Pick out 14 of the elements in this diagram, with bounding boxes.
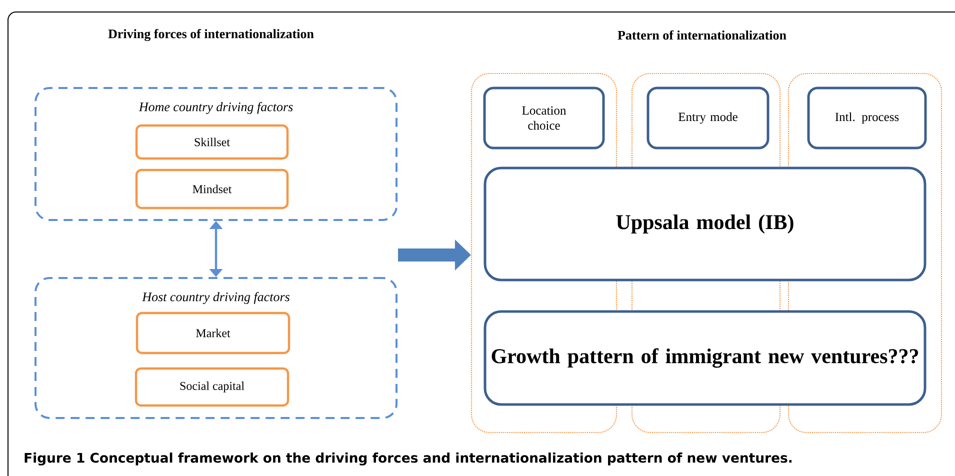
- section-heading: Driving forces of internationalization: [108, 28, 314, 41]
- figure-caption: Figure 1 Conceptual framework on the driving forces and internationalization pattern of new ventures.: [24, 452, 792, 466]
- model-box: Growth pattern of immigrant new ventures???: [484, 310, 926, 406]
- factor-box: Mindset: [135, 168, 289, 210]
- group-heading: Home country driving factors: [138, 102, 293, 114]
- category-box: Entry mode: [646, 86, 770, 150]
- category-box: Intl. process: [807, 86, 927, 150]
- factor-box: Market: [136, 312, 290, 354]
- factor-box: Skillset: [135, 124, 289, 160]
- factor-box: Social capital: [134, 367, 290, 407]
- category-box: Location choice: [483, 86, 605, 150]
- section-heading: Pattern of internationalization: [618, 30, 786, 40]
- group-heading: Host country driving factors: [142, 292, 290, 304]
- model-box: Uppsala model (IB): [484, 166, 926, 282]
